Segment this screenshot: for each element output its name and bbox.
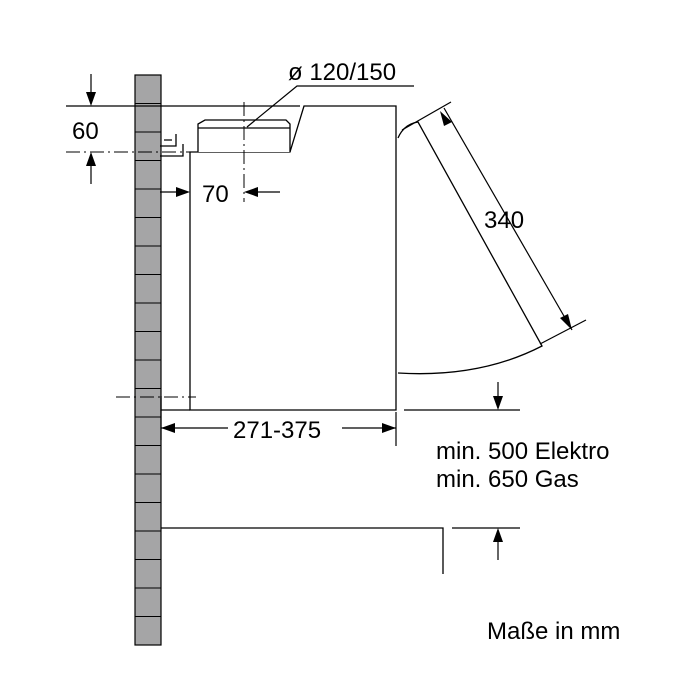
dim-depth-label: 271-375	[233, 417, 321, 444]
min-distance-gas-label: min. 650 Gas	[436, 466, 579, 493]
dim-70-arrowhead-left	[176, 187, 190, 197]
duct-diameter-leader	[246, 85, 414, 128]
dim-70-arrowhead-right	[244, 187, 258, 197]
wall-bracket	[160, 134, 184, 157]
dim-340-dimension-line	[443, 107, 573, 331]
center-lines	[66, 102, 245, 398]
cooktop-counter	[161, 527, 444, 574]
dim-60-arrowhead-top	[86, 92, 96, 106]
wall-brick-joints	[135, 103, 161, 617]
dim-340-extension-top	[401, 101, 452, 131]
dim-depth-arrowhead-left	[161, 423, 175, 433]
dim-min-arrowhead-bottom	[493, 528, 503, 542]
dim-depth-arrowhead-right	[382, 423, 396, 433]
dim-60-label: 60	[72, 118, 99, 145]
dim-min-distance	[404, 382, 520, 560]
wall	[134, 74, 162, 646]
duct-diameter-label: ø 120/150	[288, 59, 396, 86]
dim-340	[401, 101, 587, 345]
hood	[160, 105, 543, 411]
dim-70-label: 70	[202, 181, 229, 208]
dim-340-label: 340	[484, 207, 524, 234]
dim-60-arrowhead-bottom	[86, 152, 96, 166]
units-note: Maße in mm	[487, 618, 620, 645]
bottom-mount	[160, 396, 190, 411]
dim-340-arrowhead-top	[440, 111, 452, 126]
visor	[397, 121, 543, 375]
dim-340-arrowhead-bottom	[560, 314, 572, 330]
dim-340-extension-bottom	[539, 319, 587, 345]
dim-min-arrowhead-top	[493, 396, 503, 410]
min-distance-electric-label: min. 500 Elektro	[436, 438, 609, 465]
